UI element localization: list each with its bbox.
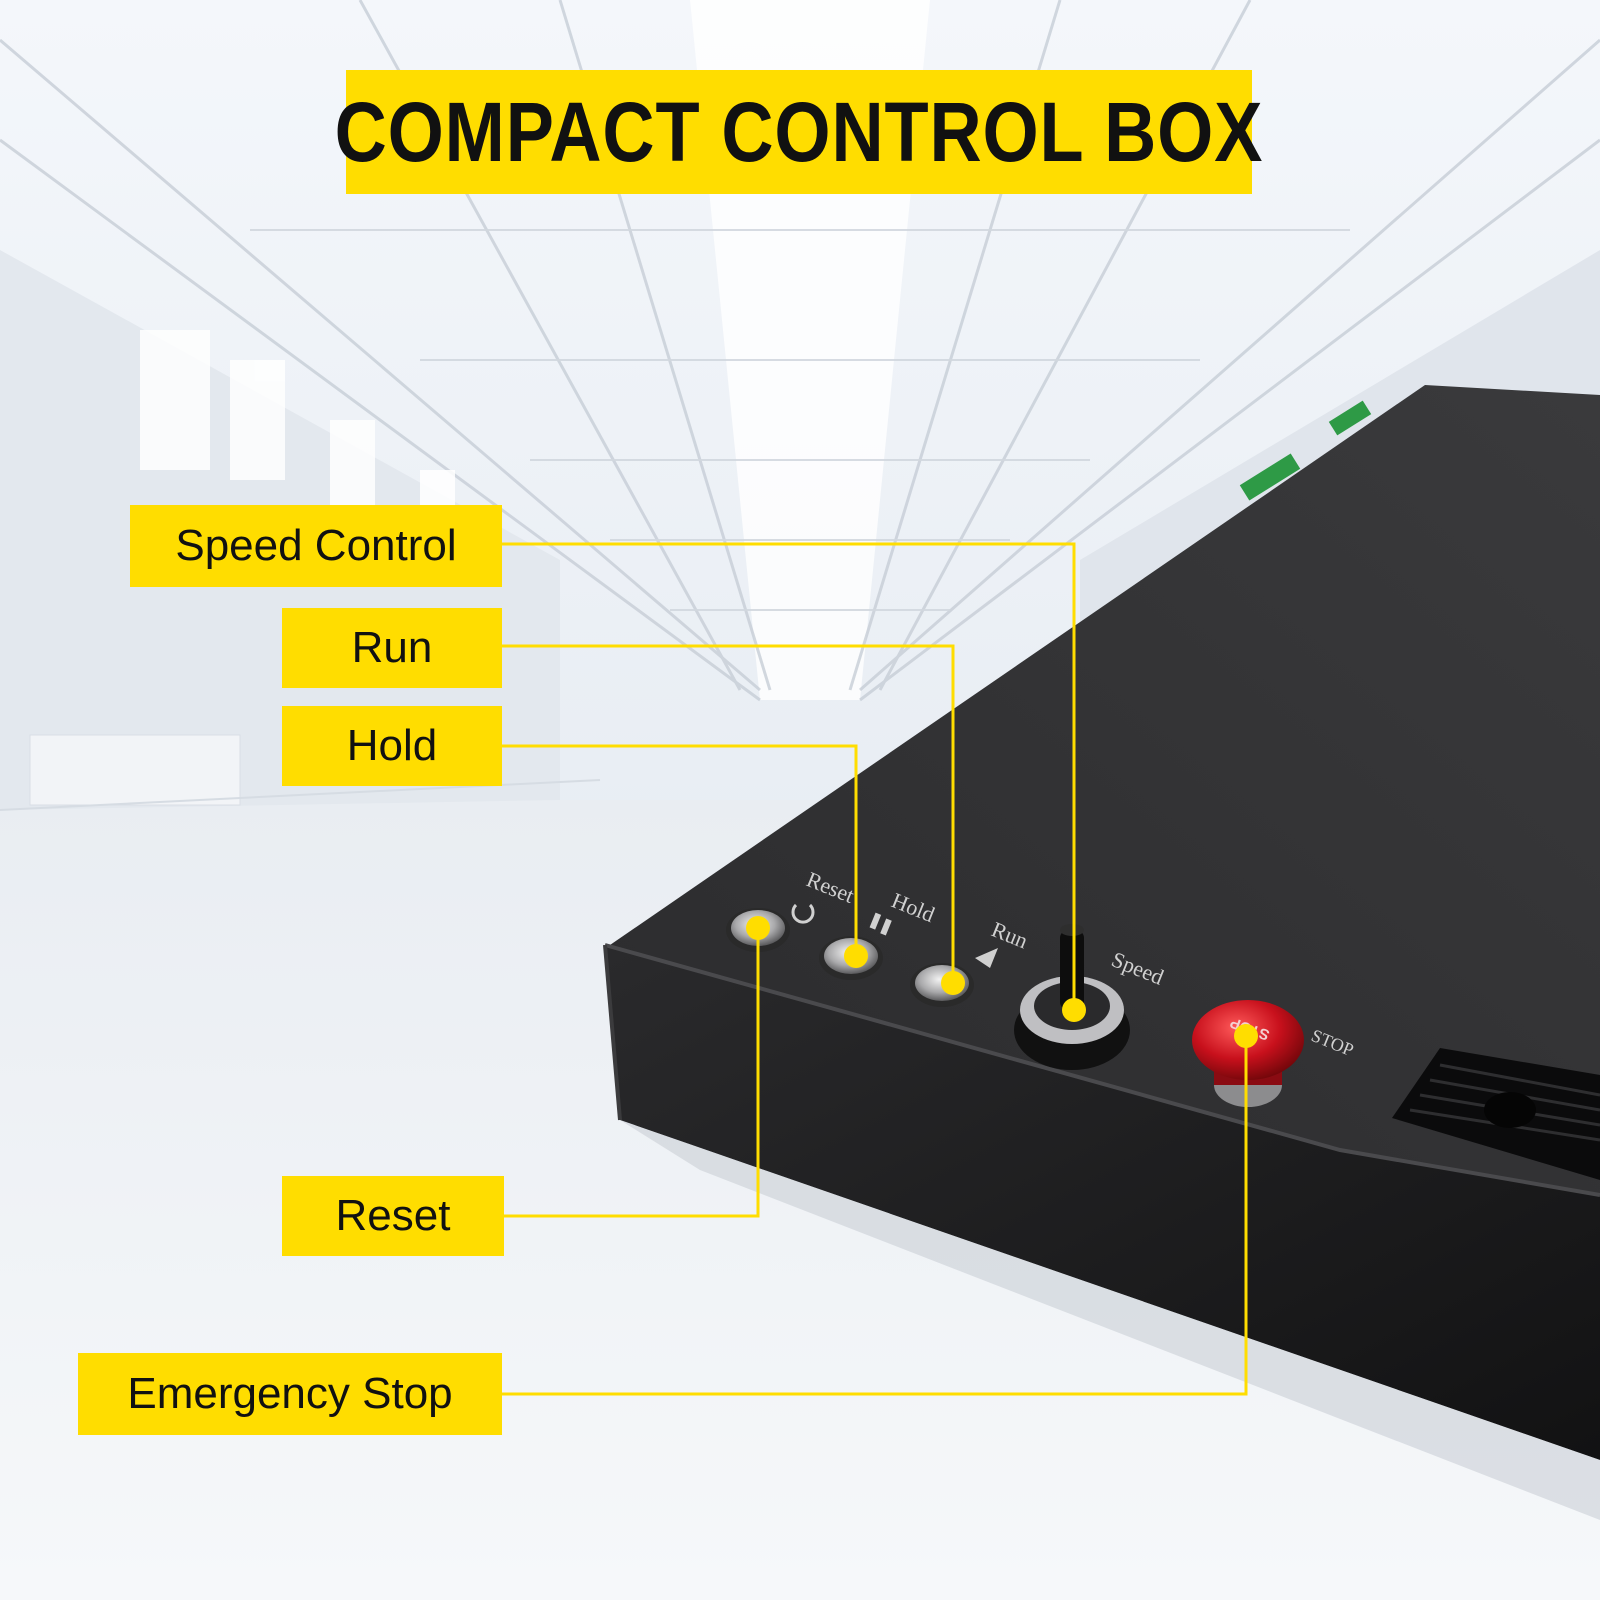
hold-button[interactable] (819, 936, 883, 980)
callout-reset-label: Reset (335, 1191, 451, 1240)
callout-hold-label: Hold (346, 721, 438, 770)
callout-hold: Hold (282, 706, 502, 786)
reset-button[interactable] (726, 908, 790, 952)
callout-reset: Reset (282, 1176, 504, 1256)
page-title: COMPACT CONTROL BOX (334, 84, 1264, 179)
vent-grille (1392, 1048, 1600, 1180)
title-banner: COMPACT CONTROL BOX (335, 70, 1262, 194)
run-button[interactable] (910, 963, 974, 1007)
callout-emergency-stop-label: Emergency Stop (127, 1369, 453, 1418)
callout-run-label: Run (351, 623, 433, 672)
callout-run: Run (282, 608, 502, 688)
callout-emergency-stop: Emergency Stop (78, 1353, 502, 1435)
callout-speed-control-label: Speed Control (175, 521, 457, 570)
callout-speed-control: Speed Control (130, 505, 502, 587)
